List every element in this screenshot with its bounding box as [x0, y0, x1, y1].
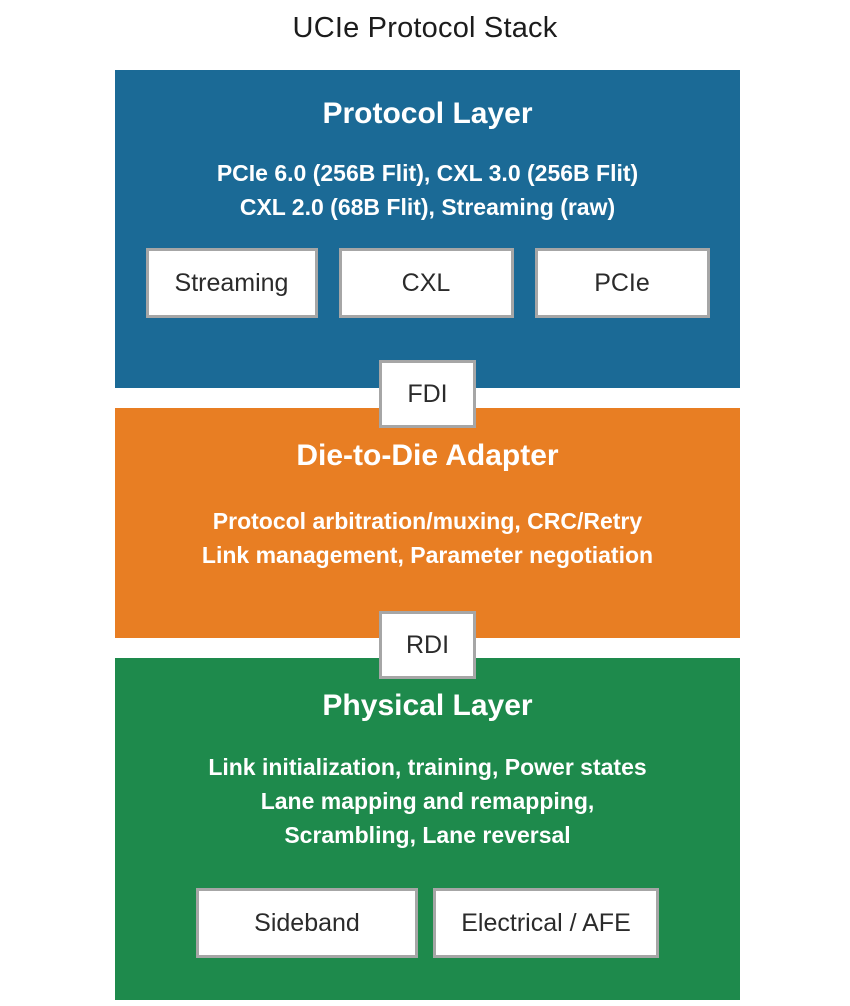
physical-layer: Physical Layer Link initialization, trai… [115, 658, 740, 1000]
physical-desc-line2: Lane mapping and remapping, [260, 788, 595, 814]
adapter-layer-title: Die-to-Die Adapter [296, 439, 559, 472]
protocol-desc-line2: CXL 2.0 (68B Flit), Streaming (raw) [239, 194, 616, 220]
physical-desc-line1: Link initialization, training, Power sta… [208, 754, 647, 780]
adapter-desc-line1: Protocol arbitration/muxing, CRC/Retry [212, 508, 643, 534]
fdi-interface-box: FDI [379, 360, 476, 428]
protocol-sub-boxes: Streaming CXL PCIe [145, 248, 710, 318]
cxl-box: CXL [338, 248, 514, 318]
protocol-desc-line1: PCIe 6.0 (256B Flit), CXL 3.0 (256B Flit… [216, 160, 639, 186]
protocol-layer-title: Protocol Layer [322, 97, 533, 130]
protocol-layer-description: PCIe 6.0 (256B Flit), CXL 3.0 (256B Flit… [217, 156, 638, 224]
electrical-afe-box: Electrical / AFE [433, 888, 659, 958]
physical-layer-description: Link initialization, training, Power sta… [208, 750, 646, 852]
sideband-box: Sideband [196, 888, 418, 958]
rdi-interface-box: RDI [379, 611, 476, 679]
adapter-desc-line2: Link management, Parameter negotiation [201, 542, 654, 568]
physical-sub-boxes: Sideband Electrical / AFE [196, 888, 659, 958]
die-to-die-adapter-layer: Die-to-Die Adapter Protocol arbitration/… [115, 408, 740, 638]
protocol-layer: Protocol Layer PCIe 6.0 (256B Flit), CXL… [115, 70, 740, 388]
pcie-box: PCIe [534, 248, 710, 318]
adapter-layer-description: Protocol arbitration/muxing, CRC/Retry L… [202, 504, 653, 572]
physical-desc-line3: Scrambling, Lane reversal [284, 822, 571, 848]
physical-layer-title: Physical Layer [322, 689, 533, 722]
streaming-box: Streaming [145, 248, 318, 318]
page-title: UCIe Protocol Stack [292, 12, 558, 44]
